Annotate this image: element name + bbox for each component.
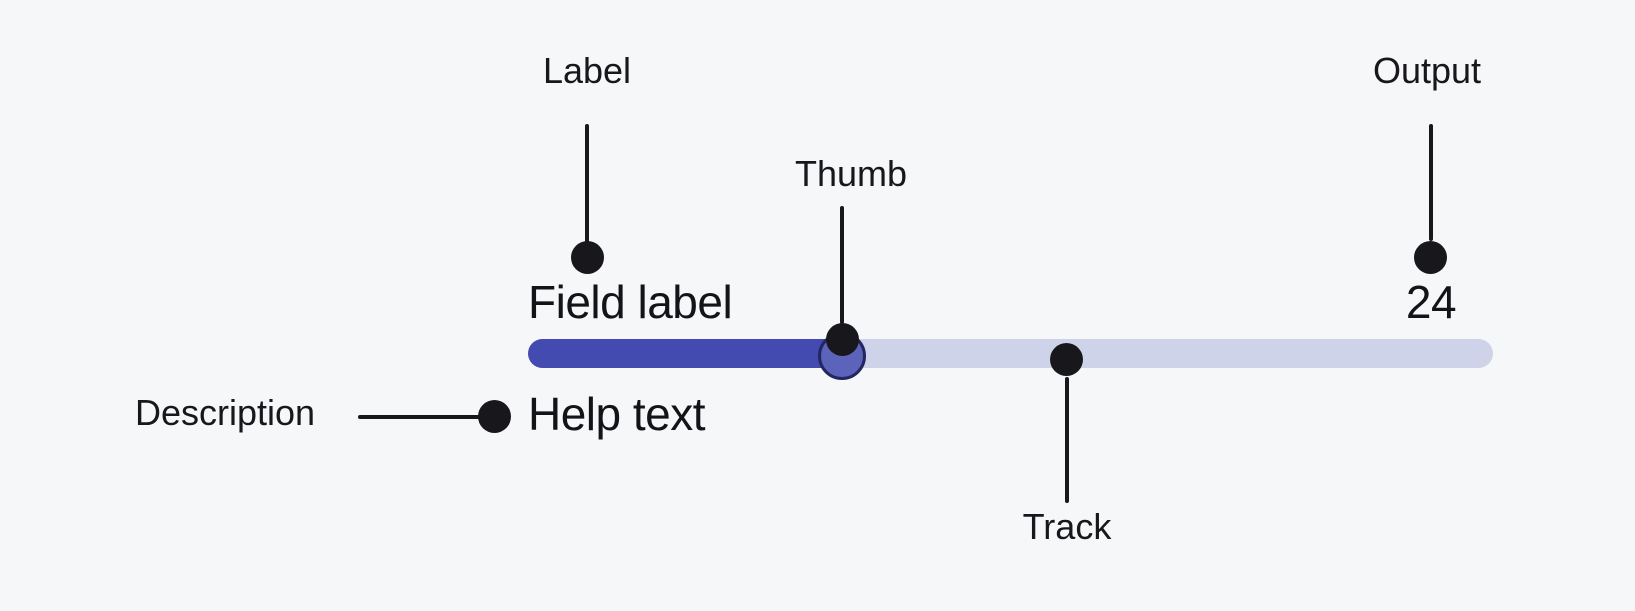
slider-track[interactable] [528, 339, 1493, 368]
output-callout-line [1429, 124, 1433, 241]
track-callout-dot [1050, 343, 1083, 376]
thumb-callout-line [840, 206, 844, 324]
output-callout-dot [1414, 241, 1447, 274]
annotation-track-text: Track [1022, 506, 1112, 547]
track-callout-line [1065, 377, 1069, 503]
description-callout-dot [478, 400, 511, 433]
label-callout-line [585, 124, 589, 243]
annotation-thumb-text: Thumb [794, 153, 908, 194]
field-label: Field label [528, 276, 733, 328]
help-text: Help text [528, 388, 706, 440]
annotation-label-text: Label [542, 50, 632, 91]
slider-track-fill [528, 339, 844, 368]
annotation-output-text: Output [1372, 50, 1482, 91]
output-value: 24 [1405, 276, 1457, 328]
description-callout-line [358, 415, 480, 419]
label-callout-dot [571, 241, 604, 274]
annotation-description-text: Description [135, 392, 316, 433]
thumb-callout-dot [826, 323, 859, 356]
